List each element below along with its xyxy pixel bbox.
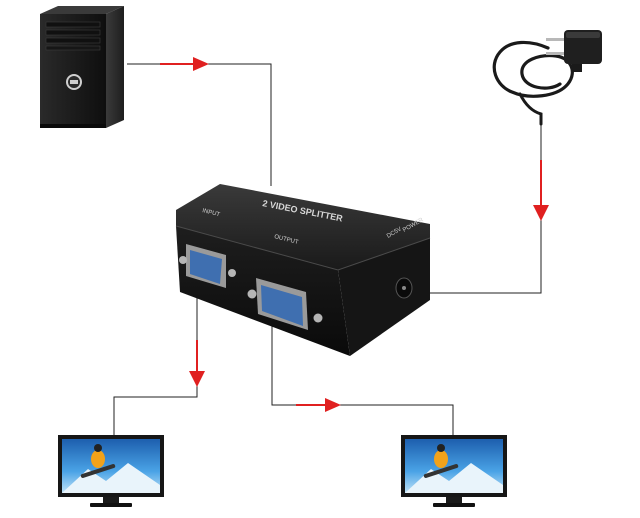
monitor-icon [401, 435, 507, 507]
wire-pc-to-splitter [127, 63, 272, 186]
flow-arrows [160, 57, 549, 412]
arrow-right-pc [160, 57, 209, 71]
vga-output-port [247, 278, 323, 330]
device-input-label: INPUT [202, 208, 221, 218]
ac-adapter-icon [492, 30, 602, 126]
wire-splitter-to-monitor-right [271, 300, 454, 435]
vga-input-port [179, 244, 236, 288]
device-output-label: OUTPUT [274, 234, 300, 246]
tower-pc-icon [40, 6, 124, 128]
arrow-down-power [533, 160, 549, 221]
arrow-right-monitor-right [296, 398, 341, 412]
monitor-icon [58, 435, 164, 507]
wire-splitter-to-monitor-left [113, 275, 198, 435]
wire-power-to-splitter [412, 124, 542, 294]
arrow-down-monitor-left [189, 340, 205, 387]
dc-power-jack [395, 277, 413, 299]
vga-splitter-icon: 2 VIDEO SPLITTER INPUT OUTPUT DC5V POWER [175, 184, 431, 356]
